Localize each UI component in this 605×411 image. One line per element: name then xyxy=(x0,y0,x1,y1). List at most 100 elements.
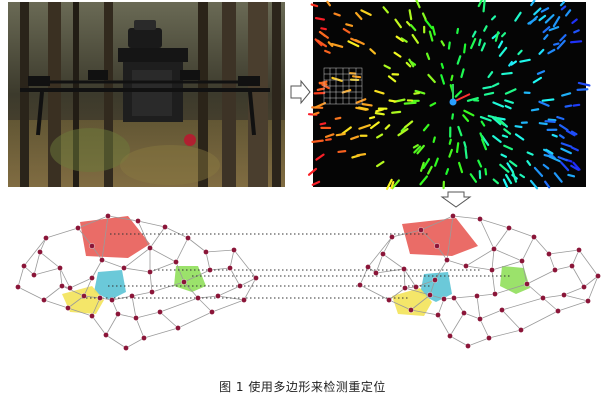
graph-edge xyxy=(479,309,503,320)
point-streak xyxy=(528,15,539,25)
point-streak xyxy=(456,55,462,65)
point-streak xyxy=(517,49,523,56)
point-streak xyxy=(455,142,460,154)
point-streak xyxy=(422,158,431,170)
point-streak xyxy=(533,166,544,178)
point-streak xyxy=(577,81,591,87)
graph-edge xyxy=(521,260,528,285)
point-streak xyxy=(560,147,572,155)
graph-edge xyxy=(437,314,451,337)
graph-node xyxy=(373,270,379,276)
point-streak xyxy=(350,135,360,141)
point-streak xyxy=(500,153,508,158)
graph-edge xyxy=(493,227,510,250)
graph-node xyxy=(531,234,537,240)
graph-edge xyxy=(131,295,137,319)
point-streak xyxy=(560,161,570,172)
point-streak xyxy=(421,12,427,21)
point-streak xyxy=(503,128,512,135)
graph-edge xyxy=(123,267,151,273)
graph-edge xyxy=(583,275,599,288)
point-streak xyxy=(561,92,572,97)
graph-node xyxy=(241,297,247,303)
graph-edge xyxy=(117,313,137,319)
graph-node xyxy=(386,297,392,303)
graph-edge xyxy=(403,268,406,289)
point-streak xyxy=(355,98,367,104)
point-streak xyxy=(456,27,460,35)
point-streak xyxy=(400,37,408,43)
graph-node xyxy=(253,275,259,281)
graph-edge xyxy=(403,268,417,288)
point-streak xyxy=(370,121,380,130)
point-streak xyxy=(415,0,421,9)
graph-edge xyxy=(175,261,185,283)
graph-node xyxy=(450,213,456,219)
point-streak xyxy=(469,173,478,183)
graph-node xyxy=(491,246,497,252)
graph-edge xyxy=(137,220,151,249)
graph-node xyxy=(123,345,129,351)
point-streak xyxy=(408,58,415,68)
graph-edge xyxy=(420,229,438,247)
point-streak xyxy=(506,162,514,173)
graph-node xyxy=(105,213,111,219)
down-arrow-icon xyxy=(440,191,472,208)
graph-edge xyxy=(33,251,41,276)
point-streak xyxy=(501,32,507,38)
graph-node xyxy=(37,249,43,255)
graph-node xyxy=(215,293,221,299)
graph-edge xyxy=(578,249,599,277)
graph-edge xyxy=(465,248,495,267)
graph-node xyxy=(518,327,524,333)
graph-node xyxy=(444,257,450,263)
point-streak xyxy=(347,40,360,48)
point-streak xyxy=(530,108,540,112)
graph-edge xyxy=(404,287,431,296)
point-streak xyxy=(440,74,446,85)
point-streak xyxy=(311,139,324,143)
graph-node xyxy=(435,312,441,318)
point-streak xyxy=(403,101,417,105)
graph-edge xyxy=(367,236,393,268)
graph-node xyxy=(231,247,237,253)
graph-node xyxy=(447,333,453,339)
graph-node xyxy=(427,292,433,298)
graph-edge xyxy=(382,253,405,270)
graph-edge xyxy=(446,259,467,267)
point-streak xyxy=(541,98,555,102)
point-streak xyxy=(337,150,347,154)
graph-node xyxy=(99,257,105,263)
graph-edge xyxy=(43,285,63,301)
point-streak xyxy=(492,135,502,143)
point-streak xyxy=(519,173,526,179)
graph-edge xyxy=(83,277,93,297)
graph-node xyxy=(121,265,127,271)
left-polygon-red xyxy=(80,216,150,258)
graph-edge xyxy=(449,335,469,347)
graph-edge xyxy=(491,260,523,271)
graph-edge xyxy=(557,300,589,312)
point-streak xyxy=(571,18,578,25)
point-streak xyxy=(327,41,334,48)
point-streak xyxy=(508,160,518,168)
point-streak xyxy=(551,133,558,138)
right-polygon-green xyxy=(500,266,530,294)
point-streak xyxy=(558,124,569,132)
point-streak xyxy=(321,83,330,90)
graph-edge xyxy=(229,249,235,269)
graph-edge xyxy=(197,295,219,299)
point-streak xyxy=(498,46,508,57)
graph-node xyxy=(75,225,81,231)
graph-node xyxy=(147,245,153,251)
graph-edge xyxy=(137,220,166,228)
point-streak xyxy=(504,88,517,95)
point-streak xyxy=(334,116,342,120)
graph-edge xyxy=(143,327,179,339)
graph-edge xyxy=(205,249,235,253)
point-streak xyxy=(502,178,509,188)
point-streak xyxy=(490,15,497,21)
point-streak xyxy=(547,118,557,122)
graph-node xyxy=(477,316,483,322)
graph-edge xyxy=(159,297,199,313)
